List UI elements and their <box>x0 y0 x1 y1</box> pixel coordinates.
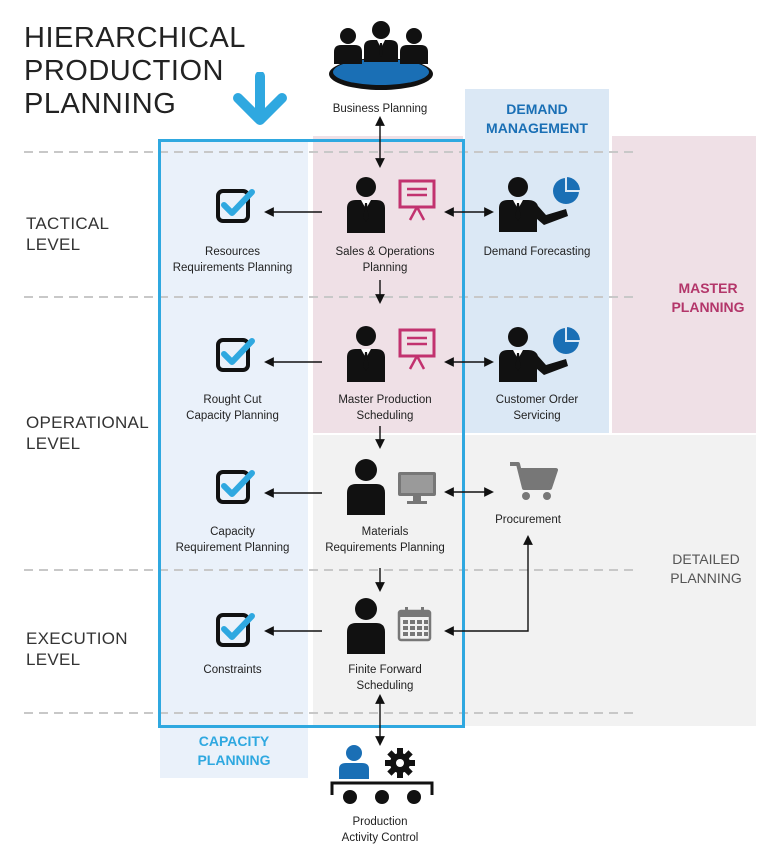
label-line: Sales & Operations <box>335 246 435 258</box>
level-label-line: LEVEL <box>26 434 81 453</box>
label-line: Demand Forecasting <box>483 246 591 258</box>
label-line: Rought Cut <box>203 394 262 406</box>
label-line: Resources <box>205 246 260 258</box>
capacity-planning-frame <box>158 139 465 728</box>
presenter-pie-chart-icon <box>499 324 583 382</box>
down-arrow-icon <box>233 72 287 125</box>
business-planning-label: Business Planning <box>300 101 460 117</box>
region-label-line: PLANNING <box>670 570 742 586</box>
label-line: Planning <box>362 262 408 274</box>
label-line: Business Planning <box>332 103 428 115</box>
label-line: Requirements Planning <box>325 542 445 554</box>
label-line: Constraints <box>203 664 262 676</box>
person-icon <box>347 598 385 654</box>
region-label-line: DETAILED <box>672 551 740 567</box>
presentation-board-icon <box>398 179 436 221</box>
label-line: Scheduling <box>356 680 414 692</box>
presentation-board-icon <box>398 328 436 370</box>
mrp-label: Materials Requirements Planning <box>300 524 470 556</box>
region-label-line: MANAGEMENT <box>486 120 588 136</box>
businessman-icon <box>347 326 385 382</box>
level-label-line: LEVEL <box>26 650 81 669</box>
demand-management-label: DEMAND MANAGEMENT <box>465 100 609 138</box>
label-line: Materials <box>361 526 409 538</box>
shopping-cart-icon <box>510 462 558 500</box>
procurement-label: Procurement <box>466 512 590 528</box>
operational-level-label: OPERATIONAL LEVEL <box>26 412 149 454</box>
master-planning-region-right <box>612 136 756 433</box>
label-line: Requirements Planning <box>172 262 293 274</box>
label-line: Requirement Planning <box>175 542 290 554</box>
person-icon <box>347 459 385 515</box>
rrp-label: Resources Requirements Planning <box>160 244 305 276</box>
region-label-line: PLANNING <box>197 752 271 768</box>
detailed-planning-label: DETAILED PLANNING <box>656 550 756 588</box>
level-label-line: OPERATIONAL <box>26 413 149 432</box>
level-label-line: EXECUTION <box>26 629 128 648</box>
label-line: Capacity <box>210 526 255 538</box>
checkbox-check-icon <box>216 189 255 223</box>
title-line: HIERARCHICAL <box>24 22 246 54</box>
ffs-label: Finite Forward Scheduling <box>300 662 470 694</box>
rccp-label: Rought Cut Capacity Planning <box>160 392 305 424</box>
label-line: Scheduling <box>356 410 414 422</box>
cos-label: Customer Order Servicing <box>465 392 609 424</box>
region-label-line: MASTER <box>678 280 738 296</box>
checkbox-check-icon <box>216 470 255 504</box>
capacity-planning-label: CAPACITY PLANNING <box>160 732 308 770</box>
execution-level-label: EXECUTION LEVEL <box>26 628 128 670</box>
constraints-label: Constraints <box>160 662 305 678</box>
label-line: Capacity Planning <box>186 410 279 422</box>
label-line: Finite Forward <box>348 664 422 676</box>
page-title: HIERARCHICAL PRODUCTION PLANNING <box>24 22 246 121</box>
master-planning-region-left <box>313 136 463 433</box>
connector-ffs-procurement <box>444 535 533 636</box>
label-line: Customer Order <box>495 394 579 406</box>
title-line: PLANNING <box>24 88 177 120</box>
pac-label: Production Activity Control <box>300 814 460 846</box>
level-label-line: LEVEL <box>26 235 81 254</box>
label-line: Production <box>352 816 408 828</box>
label-line: Activity Control <box>341 832 419 844</box>
calendar-icon <box>397 607 432 642</box>
label-line: Procurement <box>495 514 561 526</box>
label-line: Master Production <box>338 394 432 406</box>
mps-label: Master Production Scheduling <box>300 392 470 424</box>
region-label-line: PLANNING <box>671 299 745 315</box>
demand-forecasting-label: Demand Forecasting <box>465 244 609 260</box>
checkbox-check-icon <box>216 338 255 372</box>
presenter-pie-chart-icon <box>499 174 583 232</box>
computer-monitor-icon <box>398 472 436 504</box>
level-label-line: TACTICAL <box>26 214 110 233</box>
group-meeting-icon <box>329 21 433 90</box>
master-planning-label: MASTER PLANNING <box>660 279 756 317</box>
sop-label: Sales & Operations Planning <box>300 244 470 276</box>
worker-conveyor-gear-icon <box>330 745 434 804</box>
label-line: Servicing <box>513 410 561 422</box>
tactical-level-label: TACTICAL LEVEL <box>26 213 109 255</box>
region-label-line: DEMAND <box>506 101 568 117</box>
checkbox-check-icon <box>216 613 255 647</box>
capacity-planning-region <box>160 140 308 778</box>
title-line: PRODUCTION <box>24 55 224 87</box>
region-label-line: CAPACITY <box>198 733 270 749</box>
businessman-icon <box>347 177 385 233</box>
crp-label: Capacity Requirement Planning <box>160 524 305 556</box>
